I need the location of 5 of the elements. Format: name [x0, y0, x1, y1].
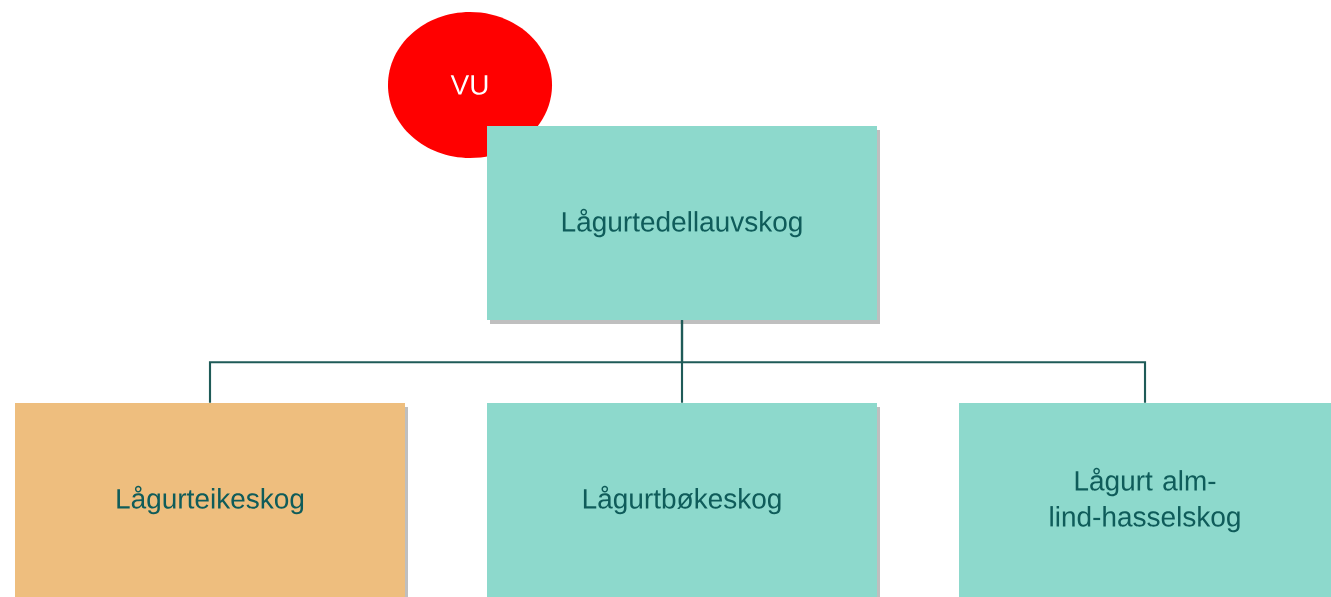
habitat-box: Lågurt alm-lind-hasselskog	[959, 403, 1331, 597]
habitat-box: Lågurteikeskog	[15, 403, 408, 597]
habitat-box: Lågurtedellauvskog	[487, 126, 880, 324]
connector	[680, 320, 1147, 403]
habitat-box: Lågurtbøkeskog	[487, 403, 880, 597]
